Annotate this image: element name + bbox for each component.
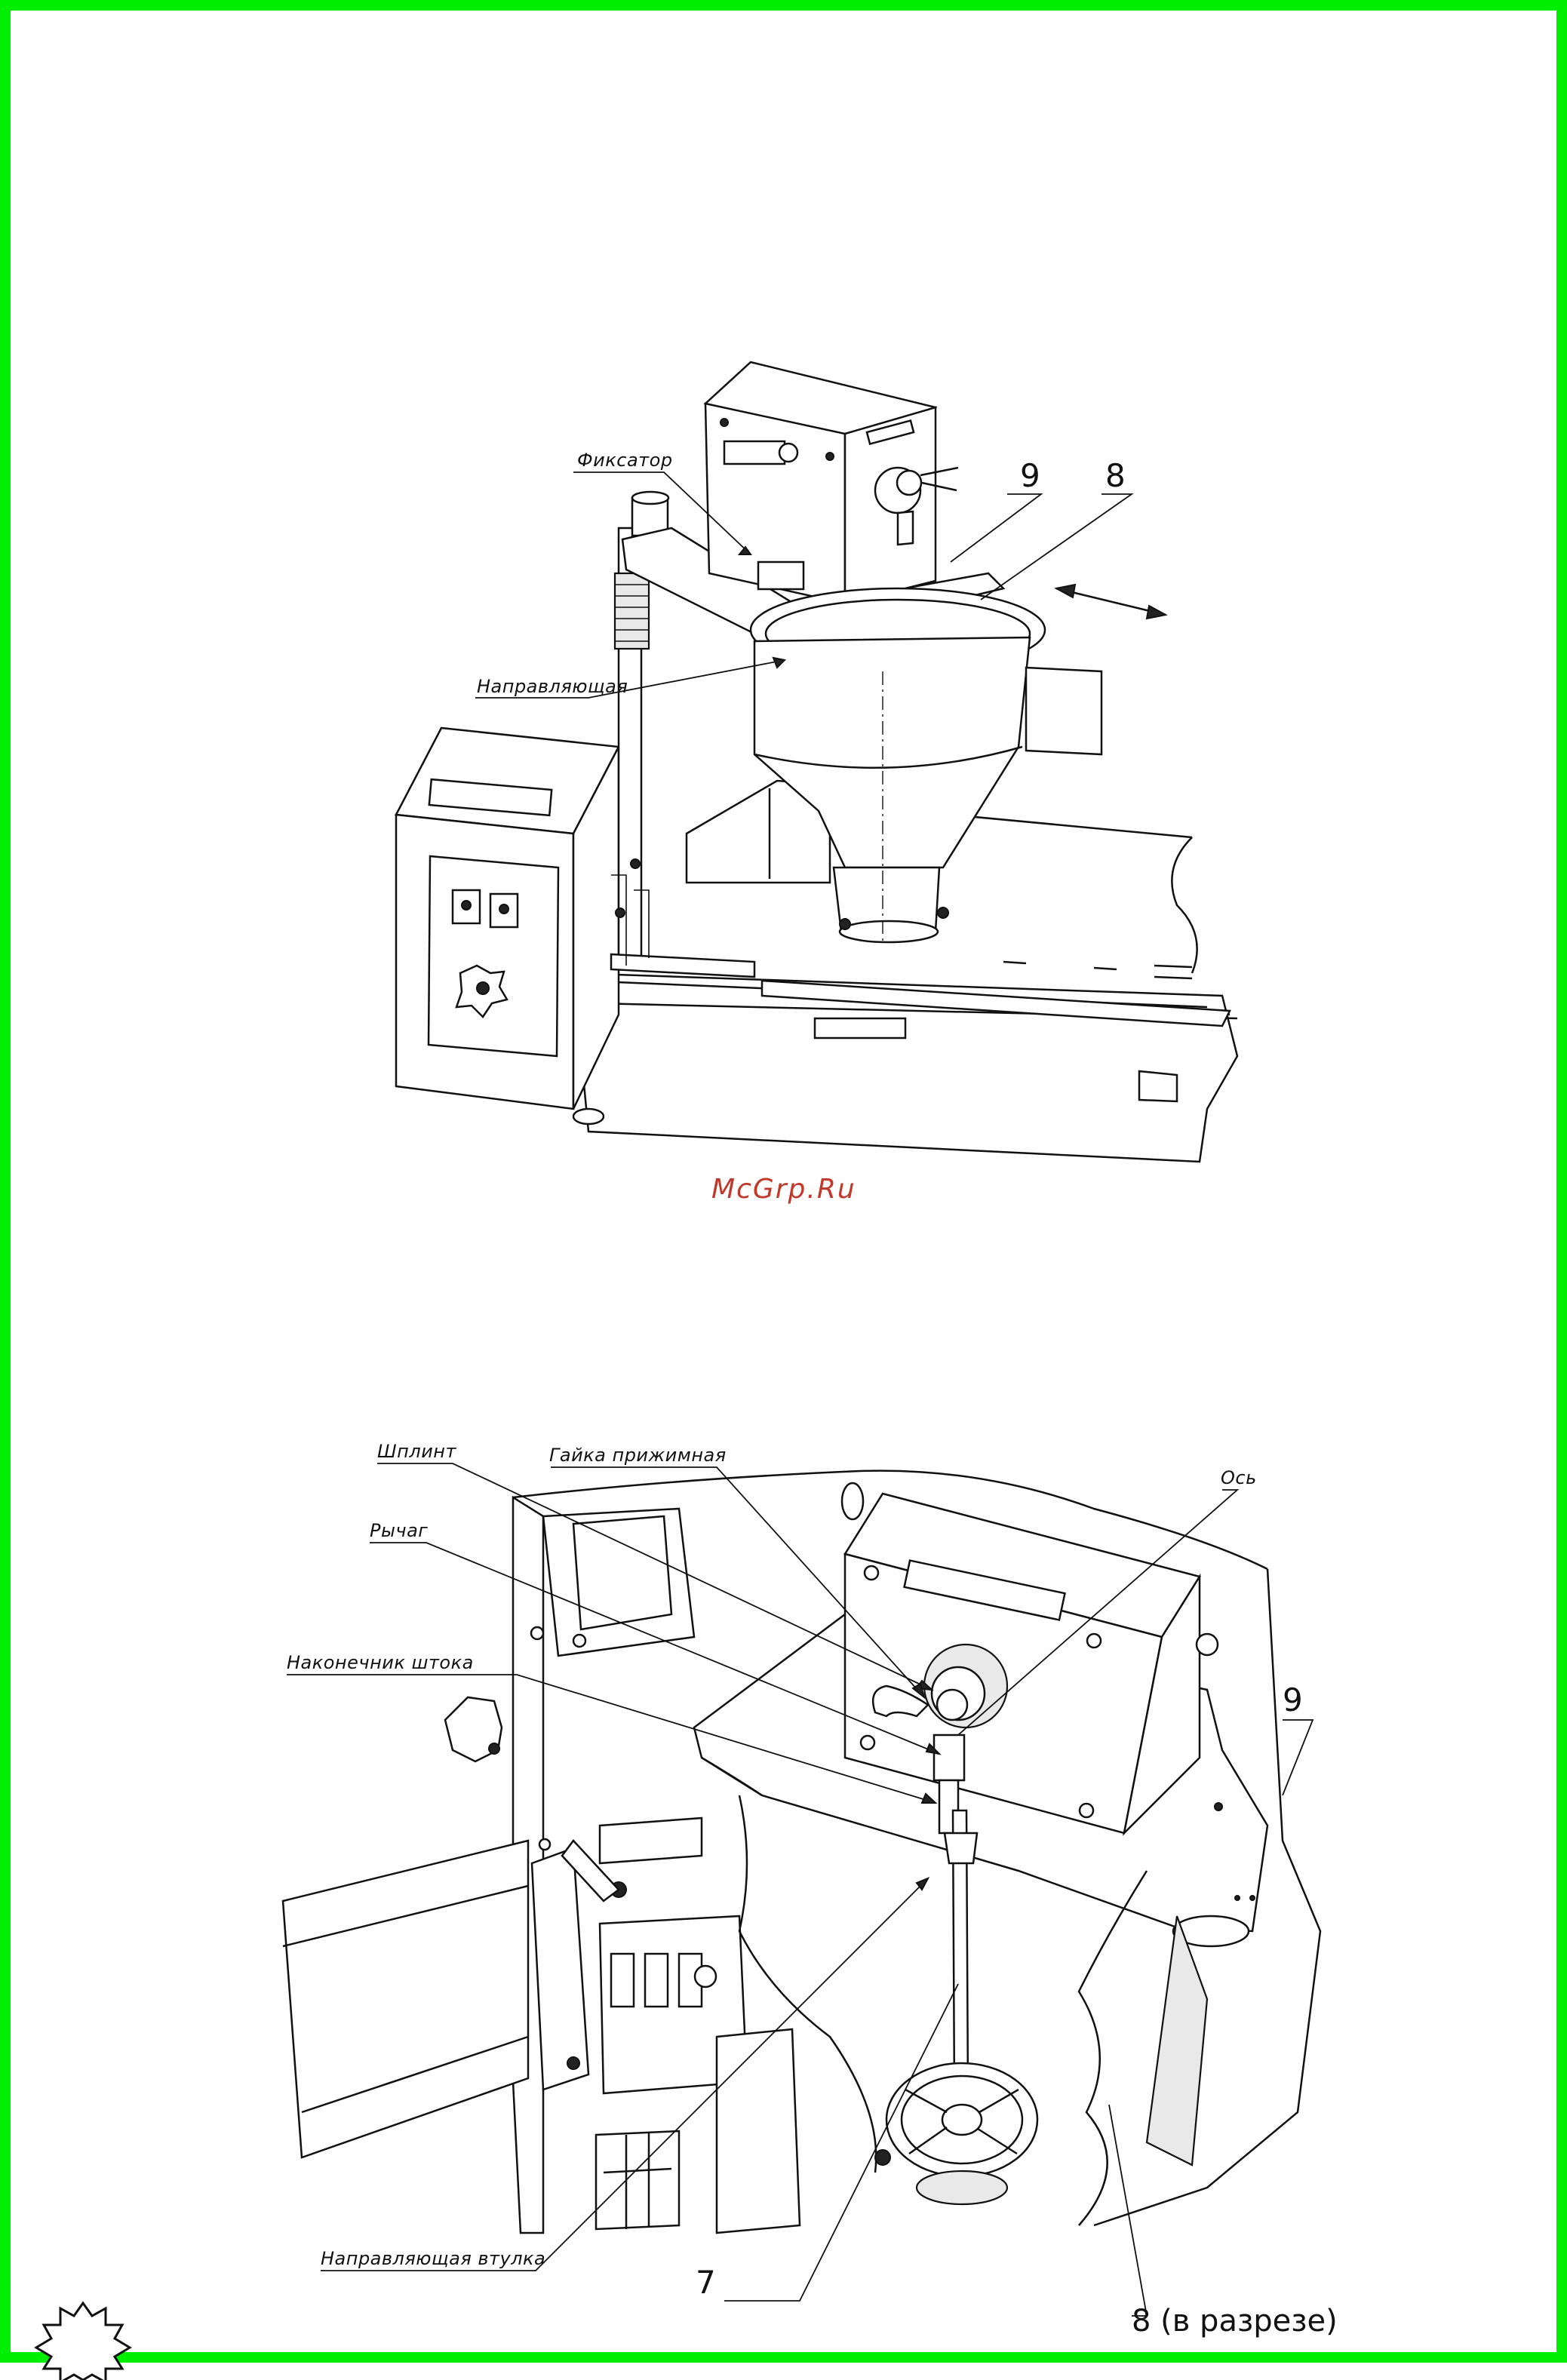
- label-num-8-top: 8: [1105, 457, 1126, 494]
- label-cotter-pin: Шплинт: [377, 1441, 456, 1462]
- label-num-8-section: 8 (в разрезе): [1132, 2304, 1338, 2339]
- label-rod-tip: Наконечник штока: [287, 1652, 474, 1673]
- starburst-icon: [36, 2303, 130, 2380]
- label-num-9-top: 9: [1020, 457, 1040, 494]
- label-lever: Рычаг: [370, 1520, 428, 1541]
- label-guide: Направляющая: [477, 676, 628, 697]
- label-num-9-bottom: 9: [1283, 1681, 1303, 1718]
- bottom-figure-closeup-drawing: [283, 1463, 1320, 2316]
- label-guide-bush: Направляющая втулка: [321, 2248, 545, 2269]
- label-axis: Ось: [1221, 1467, 1257, 1488]
- label-fixator: Фиксатор: [577, 450, 673, 471]
- label-clamp-nut: Гайка прижимная: [549, 1445, 727, 1466]
- label-num-7: 7: [696, 2264, 716, 2301]
- watermark-text: McGrp.Ru: [711, 1174, 856, 1205]
